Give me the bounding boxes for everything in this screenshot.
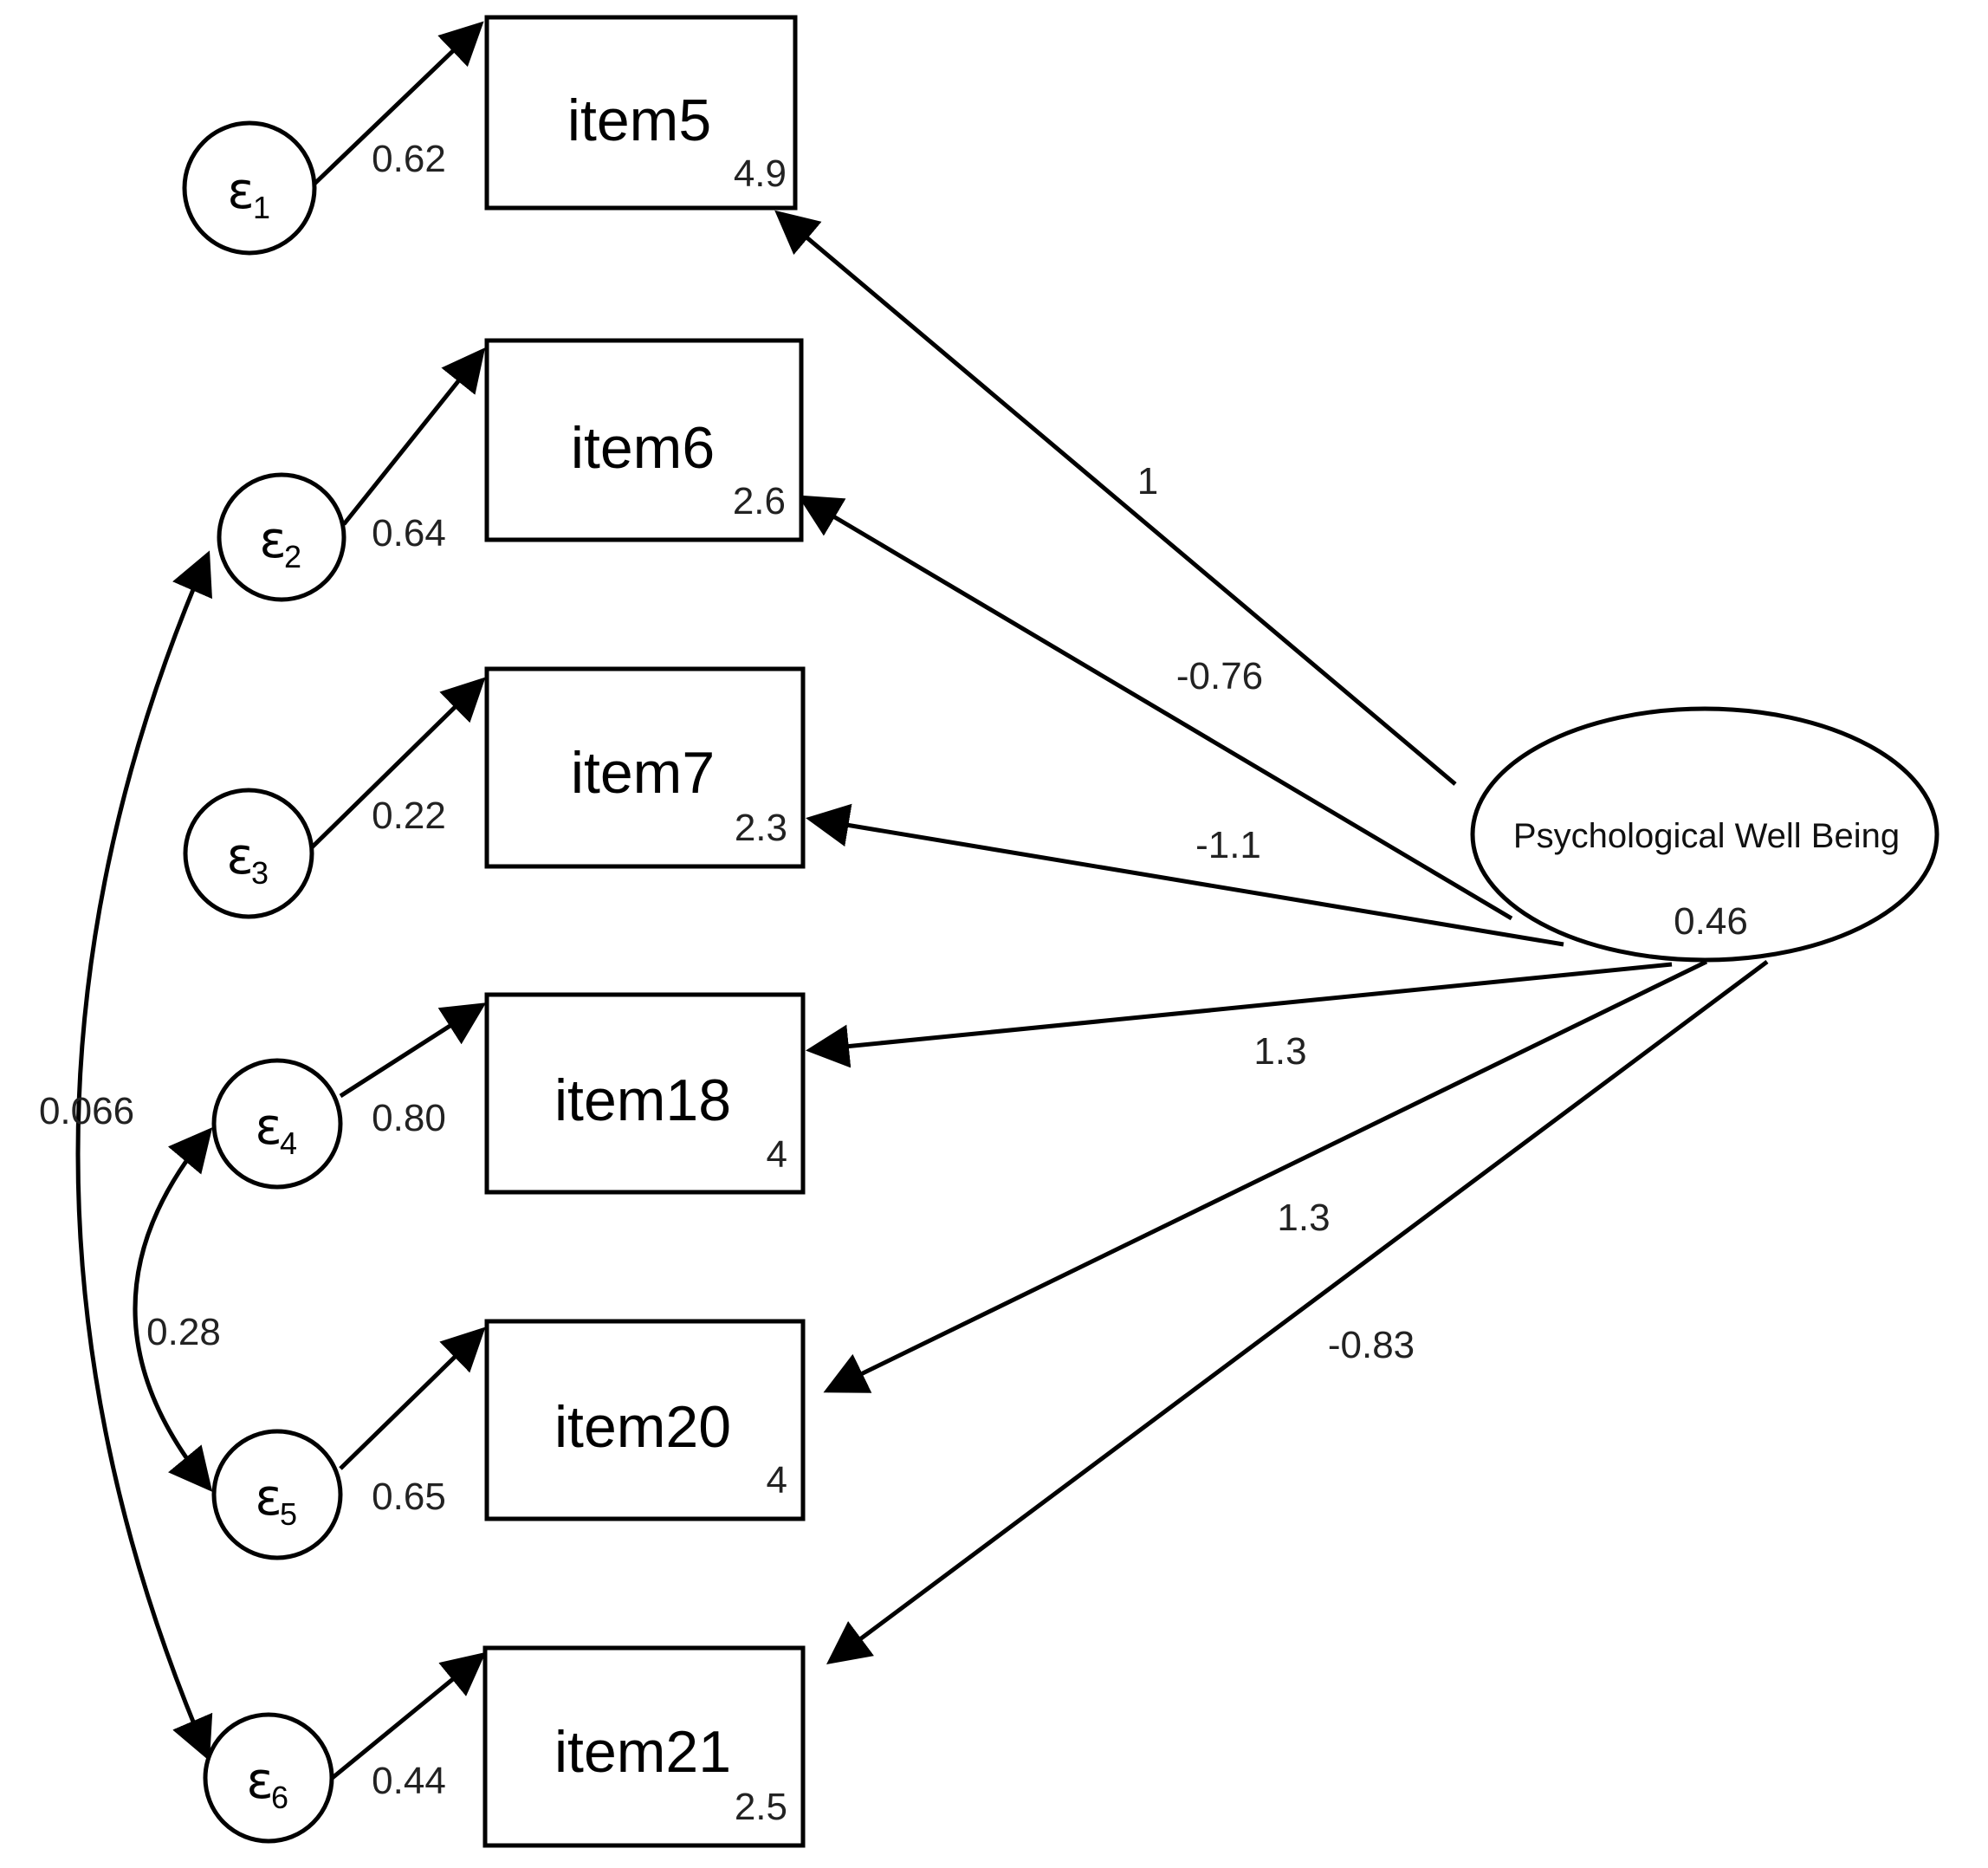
error-term-2: ε 2 [217, 472, 346, 602]
error-path-2 [342, 347, 486, 526]
item-box-item18: item18 4 [484, 992, 806, 1195]
item-label: item20 [554, 1394, 731, 1460]
item-label: item21 [554, 1719, 731, 1785]
loading-path-item7 [806, 803, 1564, 947]
error-variance-label: 0.80 [372, 1097, 446, 1139]
error-term-5: ε 5 [211, 1429, 343, 1560]
loading-label: -0.83 [1328, 1324, 1415, 1366]
item-intercept: 4.9 [734, 152, 787, 195]
item-intercept: 4 [767, 1133, 787, 1176]
loading-path-item18 [806, 962, 1673, 1068]
error-symbol: ε [226, 827, 253, 885]
item-label: item7 [571, 740, 715, 806]
loading-label: 1.3 [1277, 1197, 1330, 1239]
error-path-3 [308, 677, 486, 851]
error-term-1: ε 1 [182, 120, 317, 256]
error-symbol: ε [259, 510, 286, 569]
item-intercept: 2.3 [735, 807, 787, 849]
loading-path-item5 [774, 210, 1457, 786]
item-label: item18 [554, 1067, 731, 1133]
error-index: 3 [251, 855, 269, 891]
loading-path-item6 [797, 495, 1513, 921]
error-term-6: ε 6 [203, 1712, 334, 1844]
error-path-6 [327, 1651, 486, 1782]
loading-label: 1 [1137, 460, 1158, 503]
latent-label: Psychological Well Being [1513, 817, 1900, 855]
latent-variance: 0.46 [1674, 900, 1748, 943]
error-term-3: ε 3 [183, 788, 314, 919]
error-symbol: ε [255, 1097, 282, 1156]
item-box-item21: item21 2.5 [482, 1645, 806, 1848]
covariance-label-e4-e5: 0.28 [146, 1311, 221, 1353]
item-label: item6 [571, 415, 715, 481]
error-path-1 [310, 21, 484, 188]
latent-variable: Psychological Well Being 0.46 [1470, 706, 1939, 963]
loading-label: -0.76 [1176, 655, 1263, 697]
item-box-item5: item5 4.9 [484, 15, 798, 211]
error-variance-label: 0.62 [372, 138, 446, 180]
item-intercept: 2.5 [735, 1786, 787, 1828]
error-term-4: ε 4 [211, 1058, 343, 1190]
item-label: item5 [567, 88, 711, 153]
error-symbol: ε [246, 1751, 273, 1810]
item-box-item20: item20 4 [484, 1319, 806, 1521]
item-box-item7: item7 2.3 [484, 666, 806, 869]
loading-label: -1.1 [1195, 824, 1261, 866]
error-symbol: ε [255, 1468, 282, 1527]
error-variance-label: 0.64 [372, 512, 446, 555]
loading-label: 1.3 [1253, 1030, 1306, 1073]
error-variance-label: 0.65 [372, 1476, 446, 1518]
error-symbol: ε [227, 161, 254, 220]
error-index: 6 [271, 1780, 288, 1815]
item-intercept: 4 [767, 1459, 787, 1502]
item-box-item6: item6 2.6 [484, 338, 804, 542]
covariance-label-e2-e6: 0.066 [39, 1090, 134, 1132]
error-path-4 [339, 1002, 487, 1099]
error-index: 2 [284, 539, 301, 574]
error-index: 5 [280, 1496, 297, 1532]
error-index: 1 [253, 190, 270, 225]
covariance-arc-e4-e5 [133, 1127, 213, 1492]
covariance-arc-e2-e6 [75, 550, 213, 1761]
error-variance-label: 0.44 [372, 1760, 446, 1802]
error-path-5 [339, 1326, 486, 1470]
item-intercept: 2.6 [733, 480, 786, 522]
loading-path-item21 [826, 959, 1769, 1664]
error-variance-label: 0.22 [372, 795, 446, 837]
error-index: 4 [280, 1125, 297, 1161]
loading-path-item20 [823, 959, 1708, 1393]
